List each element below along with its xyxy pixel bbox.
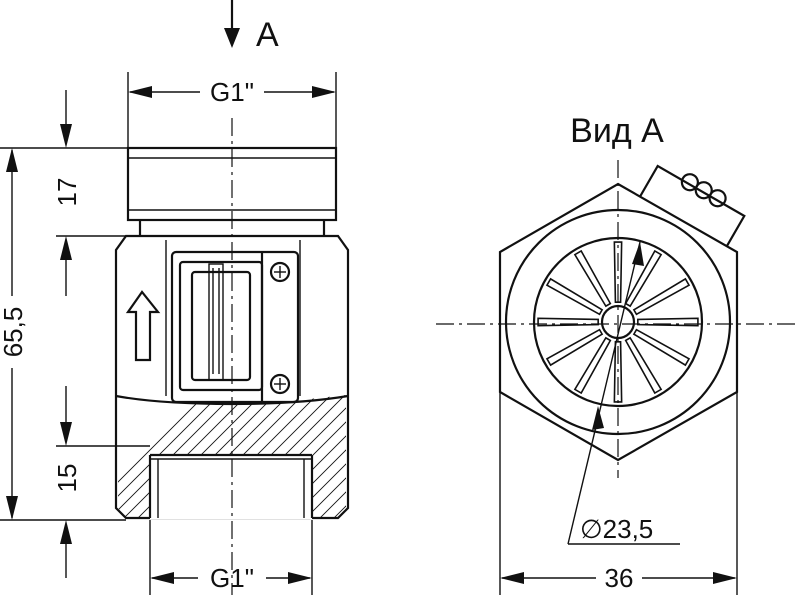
arrow-top-left [128,86,152,98]
impeller-vane [637,317,699,327]
impeller-vane [624,336,663,395]
dim655-arrow-top [6,148,18,172]
dim17-arrow-top [60,124,72,148]
impeller-vane [545,277,604,316]
arrow-top-right [312,86,336,98]
impeller-vane [573,336,612,395]
arrow-bottom-left [150,572,174,584]
sight-window-frame [170,250,300,404]
thread-bottom-label: G1" [210,563,254,593]
impeller-vane [624,249,663,308]
view-arrow-head [224,28,240,48]
diameter-label: ∅23,5 [580,514,653,544]
dim36-arrow-right [713,572,737,584]
flow-arrow-icon [125,290,161,362]
indicator-vane [208,263,224,381]
side-view: G1" [0,72,350,595]
screw-bottom-icon [269,373,291,395]
dim36-arrow-left [500,572,524,584]
view-direction-marker: A [224,0,279,54]
impeller-vane [573,249,612,308]
screw-top-icon [269,261,291,283]
thread-top-label: G1" [210,77,254,107]
impeller-vane [632,277,691,316]
impeller [537,241,699,403]
arrow-bottom-right [288,572,312,584]
outer-ring [504,208,732,436]
diameter-arrow-bottom [592,406,604,430]
terminal-3 [708,189,727,208]
view-letter: A [256,16,279,54]
end-view-title: Вид А [570,112,664,150]
impeller-vane [545,328,604,367]
dim-bottom-height-label: 15 [52,464,82,493]
across-flats-label: 36 [605,563,634,593]
dim15-arrow-top [60,422,72,446]
dim-total-height-label: 65,5 [0,307,28,358]
bore-fill [150,455,312,519]
impeller-vane [613,241,623,303]
dim655-arrow-bottom [6,496,18,520]
dim655-label-bg [0,296,26,368]
impeller-vane [632,328,691,367]
dim17-arrow-bottom [60,236,72,260]
diameter-leader [567,241,641,545]
dim-top-height-label: 17 [52,178,82,207]
diameter-arrow-top [632,242,644,266]
dim15-arrow-bottom [60,520,72,544]
end-view: Вид А ∅23,5 36 [436,112,800,595]
